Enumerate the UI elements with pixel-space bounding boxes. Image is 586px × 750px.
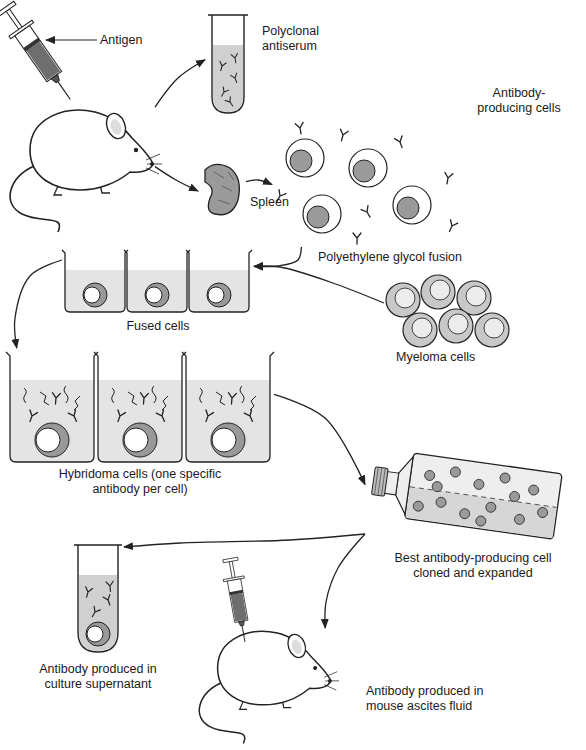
syringe-drawing [0, 0, 82, 108]
flask-cap [371, 467, 388, 497]
process-arrow [15, 260, 62, 348]
process-arrow [254, 266, 384, 303]
caption-text: Antibody produced in culture supernatant [30, 662, 166, 692]
clone-cell [509, 491, 520, 502]
culture-tube: Antibody produced in culture supernatant [72, 540, 124, 656]
clone-cell [435, 497, 446, 508]
culture-flask-drawing [369, 448, 562, 539]
antibody [395, 136, 406, 149]
clone-cell [450, 466, 461, 477]
antibody [89, 606, 100, 618]
antibody [361, 206, 373, 220]
process-arrow [246, 180, 272, 185]
antibody [295, 122, 305, 134]
clone-cell [528, 484, 539, 495]
myeloma-cell [439, 309, 473, 343]
plasma-cell [286, 139, 324, 177]
myeloma-cell [386, 283, 420, 317]
hybridoma-beaker [94, 352, 186, 462]
clone-cell [537, 507, 548, 518]
clone-cell [514, 514, 525, 525]
antibody [338, 129, 349, 142]
hybridoma-nucleus [87, 626, 103, 642]
caption-text: Spleen [250, 195, 289, 210]
antibody [83, 587, 93, 598]
process-arrow [155, 60, 205, 107]
immunized-mouse: Antigen [0, 0, 155, 238]
process-arrow [254, 247, 301, 267]
antibody [225, 97, 235, 108]
ascites-mouse: Antibody produced in mouse ascites fluid [185, 628, 350, 746]
caption-text: Antibody produced in mouse ascites fluid [366, 684, 506, 714]
clone-cell [459, 508, 470, 519]
test-tube-rim [208, 14, 248, 15]
antiserum-tube: Polyclonal antiserum [205, 12, 250, 118]
antibody [231, 73, 240, 83]
antibody [231, 54, 239, 64]
mouse-drawing [199, 631, 339, 743]
process-arrow [274, 394, 365, 484]
serum-fluid [213, 45, 243, 112]
hybridoma-beaker [6, 352, 98, 462]
clone-cell [413, 501, 424, 512]
antibody-producing-cells: Antibody-producing cells [272, 122, 468, 247]
caption-text: Hybridoma cells (one specific antibody p… [40, 467, 240, 497]
hybridoma-cell [86, 622, 110, 646]
spleen-texture [214, 172, 234, 204]
clone-cell [473, 479, 484, 490]
caption-text: Best antibody-producing cell cloned and … [378, 551, 568, 581]
caption-text: Polyclonal antiserum [262, 24, 342, 54]
hybridoma-beaker [182, 352, 274, 462]
myeloma-cell [421, 275, 455, 309]
caption-text: Antibody-producing cells [476, 86, 562, 116]
spleen-drawing [205, 164, 239, 214]
plasma-cell [303, 195, 341, 233]
antibody [219, 87, 229, 98]
process-arrow [124, 534, 365, 547]
clone-cell [475, 515, 486, 526]
test-tube-rim [74, 544, 122, 545]
fused-cell-beakers: Fused cells [62, 246, 254, 316]
antibody [353, 233, 361, 244]
connector-layer [15, 60, 384, 628]
supernatant-fluid [79, 575, 117, 651]
process-arrow [155, 167, 198, 191]
test-tube-outline [78, 545, 118, 652]
caption-text: Antigen [100, 33, 142, 48]
clone-cells [412, 461, 552, 535]
caption-text: Fused cells [98, 319, 218, 334]
antibody [274, 190, 286, 204]
clone-cell [499, 472, 510, 483]
antibody [443, 172, 453, 184]
leader-arrow [46, 39, 97, 40]
antibody [218, 61, 226, 71]
fused-beaker [62, 250, 128, 312]
hybridoma-beakers: Hybridoma cells (one specific antibody p… [6, 348, 274, 464]
test-tube-outline [212, 15, 244, 113]
clone-cell [432, 481, 443, 492]
edge-label: Polyethylene glycol fusion [318, 250, 462, 265]
antibody [446, 220, 458, 233]
mouse-drawing [10, 110, 162, 232]
antibody [103, 595, 113, 607]
myeloma-cell [475, 313, 509, 347]
caption-text: Myeloma cells [396, 350, 475, 365]
flask-body [404, 453, 562, 539]
plasma-cell [349, 149, 387, 187]
culture-flask: Best antibody-producing cell cloned and … [365, 435, 565, 545]
process-arrow [325, 534, 365, 628]
spleen: Spleen [198, 160, 246, 222]
antibody [106, 581, 114, 591]
fused-beaker [124, 250, 190, 312]
syringe-drawing [220, 557, 255, 644]
myeloma-cell [403, 313, 437, 347]
cap-ridges [374, 467, 385, 496]
fused-beaker [186, 250, 252, 312]
clone-cell [485, 502, 496, 513]
plasma-cell [393, 186, 431, 224]
clone-cell [424, 470, 435, 481]
myeloma-cells: Myeloma cells [384, 273, 512, 348]
